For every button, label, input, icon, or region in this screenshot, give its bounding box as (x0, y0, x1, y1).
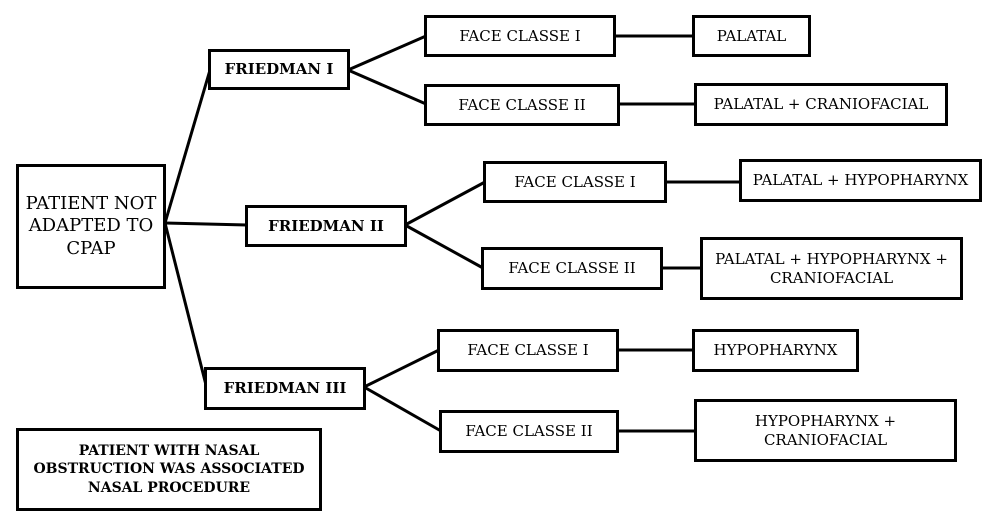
friedman-iii-procedure-1-label: HYPOPHARYNX (713, 341, 838, 360)
friedman-ii-face-2-label: FACE CLASSE II (508, 259, 636, 278)
friedman-i-procedure-1-label: PALATAL (716, 26, 787, 45)
friedman-i-label: FRIEDMAN I (224, 60, 334, 79)
friedman-iii-face-1-label: FACE CLASSE I (467, 341, 589, 360)
friedman-iii-procedure-2-box: HYPOPHARYNX + CRANIOFACIAL (694, 399, 957, 462)
friedman-iii-face-2-label: FACE CLASSE II (465, 422, 593, 441)
connector-root-friedman-ii (163, 221, 249, 227)
friedman-iii-procedure-2-label: HYPOPHARYNX + CRANIOFACIAL (754, 412, 897, 449)
friedman-ii-face-1-label: FACE CLASSE I (514, 172, 636, 191)
connector-friedman-ii-face-1 (403, 180, 487, 227)
connector-friedman-iii-face-2 (362, 385, 443, 433)
friedman-ii-procedure-1-label: PALATAL + HYPOPHARYNX (752, 171, 969, 190)
friedman-i-procedure-2-box: PALATAL + CRANIOFACIAL (694, 83, 948, 126)
friedman-ii-procedure-1-box: PALATAL + HYPOPHARYNX (739, 159, 982, 202)
friedman-ii-procedure-2-label: PALATAL + HYPOPHARYNX + CRANIOFACIAL (715, 250, 948, 287)
connector-friedman-ii-face-2 (403, 223, 485, 270)
friedman-ii-box: FRIEDMAN II (245, 205, 407, 247)
root-label: PATIENT NOT ADAPTED TO CPAP (25, 192, 157, 259)
friedman-i-face-2-box: FACE CLASSE II (424, 84, 620, 126)
root-box: PATIENT NOT ADAPTED TO CPAP (16, 164, 166, 289)
connector-root-friedman-i (163, 68, 212, 225)
friedman-ii-face-2-box: FACE CLASSE II (481, 247, 663, 290)
friedman-ii-face-1-box: FACE CLASSE I (483, 161, 667, 203)
friedman-iii-procedure-1-box: HYPOPHARYNX (692, 329, 859, 372)
friedman-i-procedure-2-label: PALATAL + CRANIOFACIAL (713, 95, 929, 114)
friedman-ii-procedure-2-box: PALATAL + HYPOPHARYNX + CRANIOFACIAL (700, 237, 963, 300)
connector-root-friedman-iii (163, 221, 208, 387)
nasal-note-label: PATIENT WITH NASAL OBSTRUCTION WAS ASSOC… (33, 443, 305, 496)
friedman-i-face-1-label: FACE CLASSE I (459, 26, 581, 45)
friedman-i-procedure-1-box: PALATAL (692, 15, 811, 57)
friedman-iii-face-2-box: FACE CLASSE II (439, 410, 619, 453)
friedman-i-face-1-box: FACE CLASSE I (424, 15, 616, 57)
nasal-note-box: PATIENT WITH NASAL OBSTRUCTION WAS ASSOC… (16, 428, 322, 511)
friedman-ii-label: FRIEDMAN II (268, 216, 384, 235)
friedman-i-face-2-label: FACE CLASSE II (458, 95, 586, 114)
connector-friedman-iii-face-1 (362, 348, 441, 389)
connector-friedman-i-face-1 (346, 34, 428, 72)
connector-friedman-i-face-2 (346, 68, 428, 106)
friedman-iii-box: FRIEDMAN III (204, 367, 366, 410)
friedman-i-box: FRIEDMAN I (208, 49, 350, 90)
friedman-iii-label: FRIEDMAN III (223, 379, 347, 398)
friedman-iii-face-1-box: FACE CLASSE I (437, 329, 619, 372)
